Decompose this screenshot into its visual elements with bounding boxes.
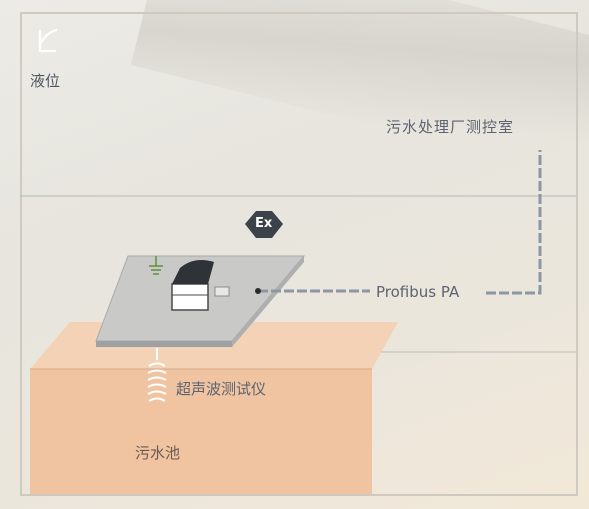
profibus-bus-line [258, 150, 542, 295]
section-title: 液位 [30, 72, 61, 90]
control-room-label: 污水处理厂测控室 [386, 118, 515, 136]
diagram-frame [20, 12, 578, 496]
ex-badge-label: Ex [255, 216, 273, 231]
ground-symbol-icon [149, 256, 163, 275]
bus-connector-dot [255, 288, 261, 294]
junction-box [214, 286, 230, 297]
ex-badge [245, 211, 283, 238]
level-gauge-icon-glyph [38, 28, 58, 53]
ultrasonic-sensor-label: 超声波测试仪 [176, 380, 267, 398]
ultrasonic-beam [147, 348, 167, 402]
sewage-tank [30, 322, 398, 494]
ultrasonic-sensor-unit [171, 260, 214, 311]
sewage-tank-label: 污水池 [135, 444, 181, 462]
profibus-label: Profibus PA [376, 283, 460, 301]
